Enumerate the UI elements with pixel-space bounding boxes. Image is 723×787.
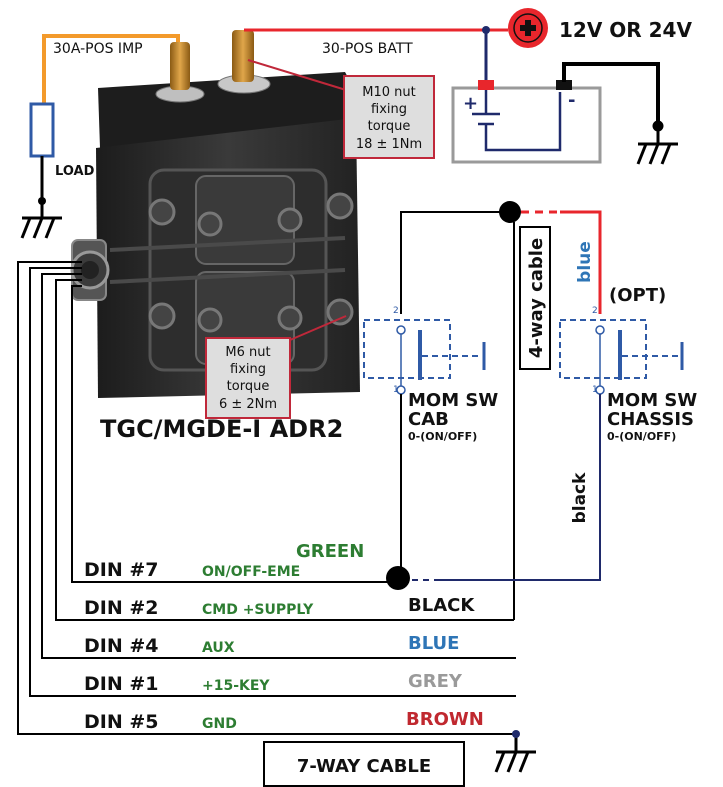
din-row-5-color: BROWN: [406, 709, 484, 730]
chassis-switch-symbol: [559, 319, 684, 395]
din-row-1-din: DIN #7: [84, 559, 159, 581]
load-label: LOAD: [55, 164, 95, 179]
din-row-2-din: DIN #2: [84, 597, 159, 619]
terminal-batt: [217, 30, 271, 94]
cable7-label-box: [263, 741, 465, 787]
din-row-4-din: DIN #1: [84, 673, 159, 695]
chassis-pin-1: 1: [592, 385, 598, 395]
m6-line-1: M6 nut: [225, 345, 270, 360]
device-label: TGC/MGDE-I ADR2: [100, 415, 343, 443]
m6-callout: [205, 337, 291, 419]
din-row-1-color: GREEN: [296, 541, 364, 562]
m6-callout-leader: [289, 315, 347, 341]
voltage-label: 12V OR 24V: [559, 18, 692, 42]
cab-switch-symbol: [363, 319, 486, 395]
device-connector: [70, 239, 110, 301]
top-junction-dot: [499, 201, 521, 223]
batt-junction-dot: [482, 26, 490, 34]
terminal-imp: [155, 42, 205, 103]
cab-pin-1: 1: [393, 385, 399, 395]
cable4-label-box: [519, 226, 551, 370]
din-row-2-func: CMD +SUPPLY: [202, 602, 314, 618]
load-resistor: [29, 102, 55, 158]
wire-black-label: black: [570, 472, 590, 524]
chassis-switch-line-3: 0-(ON/OFF): [607, 430, 676, 443]
din-row-4-func: +15-KEY: [202, 678, 270, 694]
cab-switch-wire-top: [400, 211, 510, 314]
din-row-3-func: AUX: [202, 640, 235, 656]
m10-line-2: fixing: [371, 102, 407, 117]
load-junction-dot: [38, 197, 46, 205]
din-row-2-color: BLACK: [408, 595, 475, 616]
wire-blue-label: blue: [575, 241, 595, 283]
m6-line-4: 6 ± 2Nm: [219, 397, 277, 412]
cab-switch-line-1: MOM SW: [408, 390, 498, 411]
m10-callout: [343, 75, 435, 159]
imp-label: 30A-POS IMP: [53, 41, 143, 57]
cable4-label: 4-way cable: [526, 238, 547, 358]
opt-wire-blue: [560, 210, 602, 314]
chassis-pin-2: 2: [592, 306, 598, 316]
battery-cell-icon: [472, 90, 562, 152]
din-row-5-func: GND: [202, 716, 237, 732]
battery-plus-terminal: [478, 80, 494, 90]
battery-minus-sign: -: [568, 90, 575, 111]
din-row-5-din: DIN #5: [84, 711, 159, 733]
plus-icon: [508, 8, 548, 48]
chassis-switch-line-2: CHASSIS: [607, 409, 694, 430]
chassis-switch-line-1: MOM SW: [607, 390, 697, 411]
m10-line-3: torque: [368, 119, 411, 134]
cab-switch-line-3: 0-(ON/OFF): [408, 430, 477, 443]
m10-callout-leader: [247, 59, 347, 91]
battery-minus-terminal: [556, 80, 572, 90]
ground-icon-battery: [636, 120, 678, 165]
ground-icon-gnd: [494, 750, 536, 773]
battery-plus-sign: +: [463, 93, 478, 114]
harness-wires: [17, 261, 516, 735]
m6-line-2: fixing: [230, 362, 266, 377]
din-row-3-color: BLUE: [408, 633, 459, 654]
cab-pin-2: 2: [393, 306, 399, 316]
din-row-4-color: GREY: [408, 671, 463, 692]
batt-label: 30-POS BATT: [322, 41, 413, 57]
gnd-junction-dot: [512, 730, 520, 738]
m6-line-3: torque: [227, 379, 270, 394]
ground-wire-battery: [562, 62, 660, 126]
cable7-label: 7-WAY CABLE: [297, 756, 431, 777]
opt-label: (OPT): [609, 285, 666, 306]
cab-switch-line-2: CAB: [408, 409, 449, 430]
din-row-3-din: DIN #4: [84, 635, 159, 657]
m10-line-1: M10 nut: [362, 85, 415, 100]
m10-line-4: 18 ± 1Nm: [356, 137, 422, 152]
ground-icon-load: [20, 201, 62, 239]
chassis-return-wire: [440, 394, 601, 581]
din-row-1-func: ON/OFF-EME: [202, 564, 300, 580]
din7-junction-dot: [386, 566, 410, 590]
